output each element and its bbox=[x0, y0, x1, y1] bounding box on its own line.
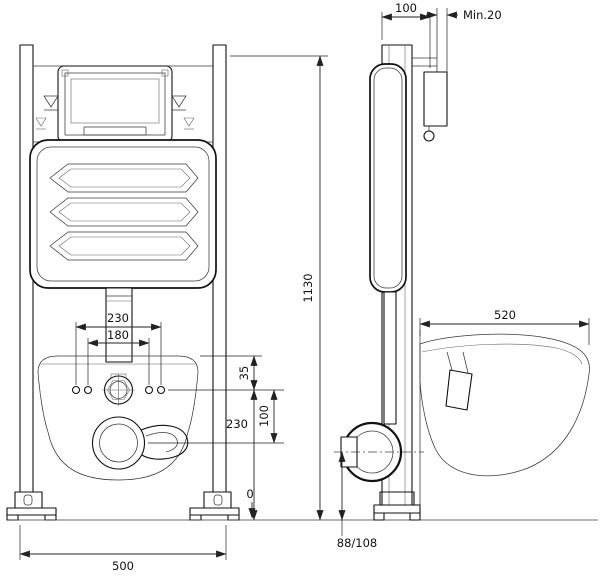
dimensions-side: 100 Min.20 520 88/108 bbox=[337, 1, 590, 550]
access-panel bbox=[33, 65, 213, 143]
dim-overall-height: 1130 bbox=[301, 273, 315, 302]
left-foot bbox=[6, 491, 57, 521]
dim-fixing-to-outlet: 100 bbox=[257, 405, 271, 427]
dim-fixing-spacing-outer: 230 bbox=[107, 311, 129, 325]
cistern-front bbox=[29, 139, 217, 289]
water-inlet bbox=[102, 373, 135, 406]
front-view bbox=[6, 44, 240, 521]
outlet-front bbox=[91, 416, 189, 470]
flush-pipe-front bbox=[105, 287, 133, 363]
side-foot bbox=[373, 491, 421, 521]
dim-rim-to-fixing: 35 bbox=[237, 366, 251, 381]
fixing-bolts bbox=[71, 385, 166, 395]
dim-overall-width: 500 bbox=[112, 559, 134, 573]
side-view bbox=[334, 44, 590, 521]
dim-bowl-depth: 520 bbox=[494, 308, 516, 322]
dim-fixing-spacing-inner: 180 bbox=[107, 328, 129, 342]
right-foot bbox=[189, 491, 240, 521]
dim-wall-clearance: Min.20 bbox=[463, 8, 502, 22]
dim-frame-depth: 100 bbox=[395, 1, 417, 15]
water-level-icon bbox=[35, 95, 195, 130]
bowl-outline-side bbox=[419, 333, 590, 477]
cistern-side bbox=[369, 63, 407, 293]
dim-outlet-height: 88/108 bbox=[337, 536, 377, 550]
dim-outlet-to-floor: 230 bbox=[226, 417, 248, 431]
bowl-outline-front bbox=[37, 355, 199, 481]
outlet-connector-side bbox=[445, 351, 473, 411]
dim-floor-level: 0 bbox=[246, 487, 253, 501]
flush-pipe-side bbox=[383, 291, 397, 425]
inlet-connector-side bbox=[423, 71, 448, 142]
dimensions-front: 230 180 35 230 100 0 500 1130 bbox=[19, 55, 328, 573]
